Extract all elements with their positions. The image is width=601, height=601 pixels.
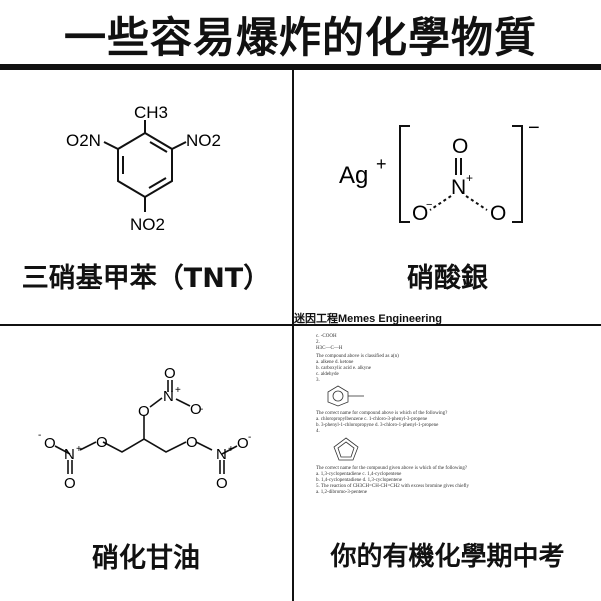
silver-charge: + xyxy=(376,154,387,174)
exam-line: The compound above is classified as a(n) xyxy=(316,354,399,359)
nitrate-left-oxygen: O xyxy=(412,202,428,225)
ng-oxygen-label: O xyxy=(96,434,108,451)
ng-nitrogen-charge: + xyxy=(76,444,82,455)
panel-silver-nitrate: Ag + − O N + O − O 硝酸銀 xyxy=(294,70,601,324)
oxygen-charge: − xyxy=(426,199,432,211)
exam-line: The correct name for the compound given … xyxy=(316,466,468,471)
exam-line: 2. xyxy=(316,340,320,345)
tnt-bottom-nitro-label: NO2 xyxy=(130,215,165,234)
tnt-structure-diagram: CH3 O2N NO2 NO2 xyxy=(66,103,221,234)
tnt-left-nitro-label: O2N xyxy=(66,131,101,150)
ng-oxygen-label: O xyxy=(64,475,76,492)
exam-line: a. alkene d. ketone xyxy=(316,360,354,365)
cyclopentadiene-diagram xyxy=(333,437,359,461)
ng-oxygen-label: O xyxy=(138,403,150,420)
exam-line: b. 3-phenyl-1-chloropropyne d. 3-chloro-… xyxy=(316,423,439,428)
panel-caption: 硝化甘油 xyxy=(92,543,200,574)
nitrogen-charge: + xyxy=(466,171,473,185)
exam-line: H3C—C—H xyxy=(316,346,343,351)
panel-caption: 三硝基甲苯（TNT） xyxy=(21,263,271,294)
ng-oxygen-charge: - xyxy=(200,404,203,415)
panel-caption: 你的有機化學期中考 xyxy=(330,542,565,572)
silver-nitrate-structure-diagram: Ag + − O N + O − O xyxy=(339,117,540,225)
ng-oxygen-label: O xyxy=(44,435,56,452)
grid-horizontal-divider xyxy=(0,324,601,326)
ng-nitrogen-charge: + xyxy=(175,385,181,396)
exam-line: 3. xyxy=(316,378,320,383)
title-divider xyxy=(0,64,601,70)
ng-nitrogen-label: N xyxy=(64,446,75,463)
ng-nitrogen-label: N xyxy=(216,446,227,463)
exam-line: a. 1,3-cyclopentadiene c. 1,4-cyclopente… xyxy=(316,472,402,477)
ng-oxygen-label: O xyxy=(186,434,198,451)
ng-nitrogen-label: N xyxy=(163,388,174,405)
nitrate-top-oxygen: O xyxy=(452,135,468,158)
tnt-ch3-label: CH3 xyxy=(134,103,168,122)
ng-oxygen-charge: - xyxy=(248,432,251,443)
ng-oxygen-label: O xyxy=(190,401,202,418)
ng-oxygen-label: O xyxy=(237,435,249,452)
exam-line: c. aldehyde xyxy=(316,372,339,377)
page-title: 一些容易爆炸的化學物質 xyxy=(63,13,537,62)
ng-nitrogen-charge: + xyxy=(228,444,234,455)
ng-oxygen-label: O xyxy=(164,365,176,382)
exam-line: The correct name for compound above is w… xyxy=(316,411,448,416)
nitrate-nitrogen: N xyxy=(451,176,466,199)
nitroglycerin-structure-diagram: O N + O O - O N + O - O O N + O - O xyxy=(38,365,251,492)
panel-exam: c. -COOH 2. H3C—C—H The compound above i… xyxy=(294,326,601,601)
nitrate-right-oxygen: O xyxy=(490,202,506,225)
exam-line: a. chloropropylbenzene c. 1-chloro-3-phe… xyxy=(316,417,428,422)
panel-caption: 硝酸銀 xyxy=(407,263,488,294)
ng-oxygen-charge: - xyxy=(38,430,41,441)
exam-line: b. 1,4-cyclopentadiene d. 1,3-cyclopente… xyxy=(316,478,402,483)
exam-line: c. -COOH xyxy=(316,334,337,339)
nitrate-charge: − xyxy=(528,117,540,139)
exam-line: 4. xyxy=(316,429,320,434)
tnt-right-nitro-label: NO2 xyxy=(186,131,221,150)
exam-line: a. 1,2-dibromo-3-pentene xyxy=(316,490,367,495)
exam-page: c. -COOH 2. H3C—C—H The compound above i… xyxy=(316,334,586,496)
grid-vertical-divider xyxy=(292,70,294,601)
panel-nitroglycerin: O N + O O - O N + O - O O N + O - O 硝化甘油 xyxy=(0,326,292,601)
panel-tnt: CH3 O2N NO2 NO2 三硝基甲苯（TNT） xyxy=(0,70,292,324)
exam-line: b. carboxylic acid e. alkyne xyxy=(316,366,371,371)
benzene-diagram xyxy=(327,385,364,407)
silver-symbol: Ag xyxy=(339,162,368,189)
exam-line: 5. The reaction of CH3CH=CH-CH=CH2 with … xyxy=(316,484,470,489)
watermark: 迷因工程Memes Engineering xyxy=(294,313,442,325)
ng-oxygen-label: O xyxy=(216,475,228,492)
